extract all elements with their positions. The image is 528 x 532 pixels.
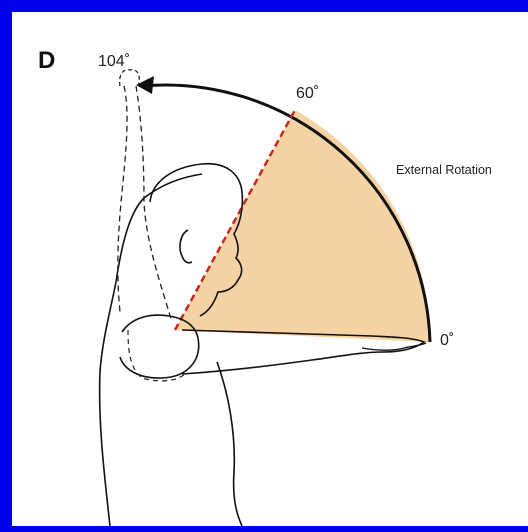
rotation-diagram: D 104˚ 60˚ 0˚ External Rotation: [12, 12, 528, 526]
hand-max-position: [120, 70, 140, 86]
mid-angle-label: 60˚: [296, 85, 319, 102]
panel-letter: D: [38, 47, 55, 74]
torso-outline: [100, 174, 202, 526]
ear-outline: [180, 230, 192, 263]
figure-panel: D 104˚ 60˚ 0˚ External Rotation: [12, 12, 528, 526]
back-outline: [217, 362, 242, 526]
max-angle-label: 104˚: [98, 53, 130, 70]
zero-angle-label: 0˚: [440, 332, 454, 349]
forearm-max-position-back: [136, 86, 172, 322]
forearm-max-position: [118, 86, 127, 312]
rotation-range-wedge: [175, 110, 430, 342]
motion-label: External Rotation: [396, 163, 492, 177]
